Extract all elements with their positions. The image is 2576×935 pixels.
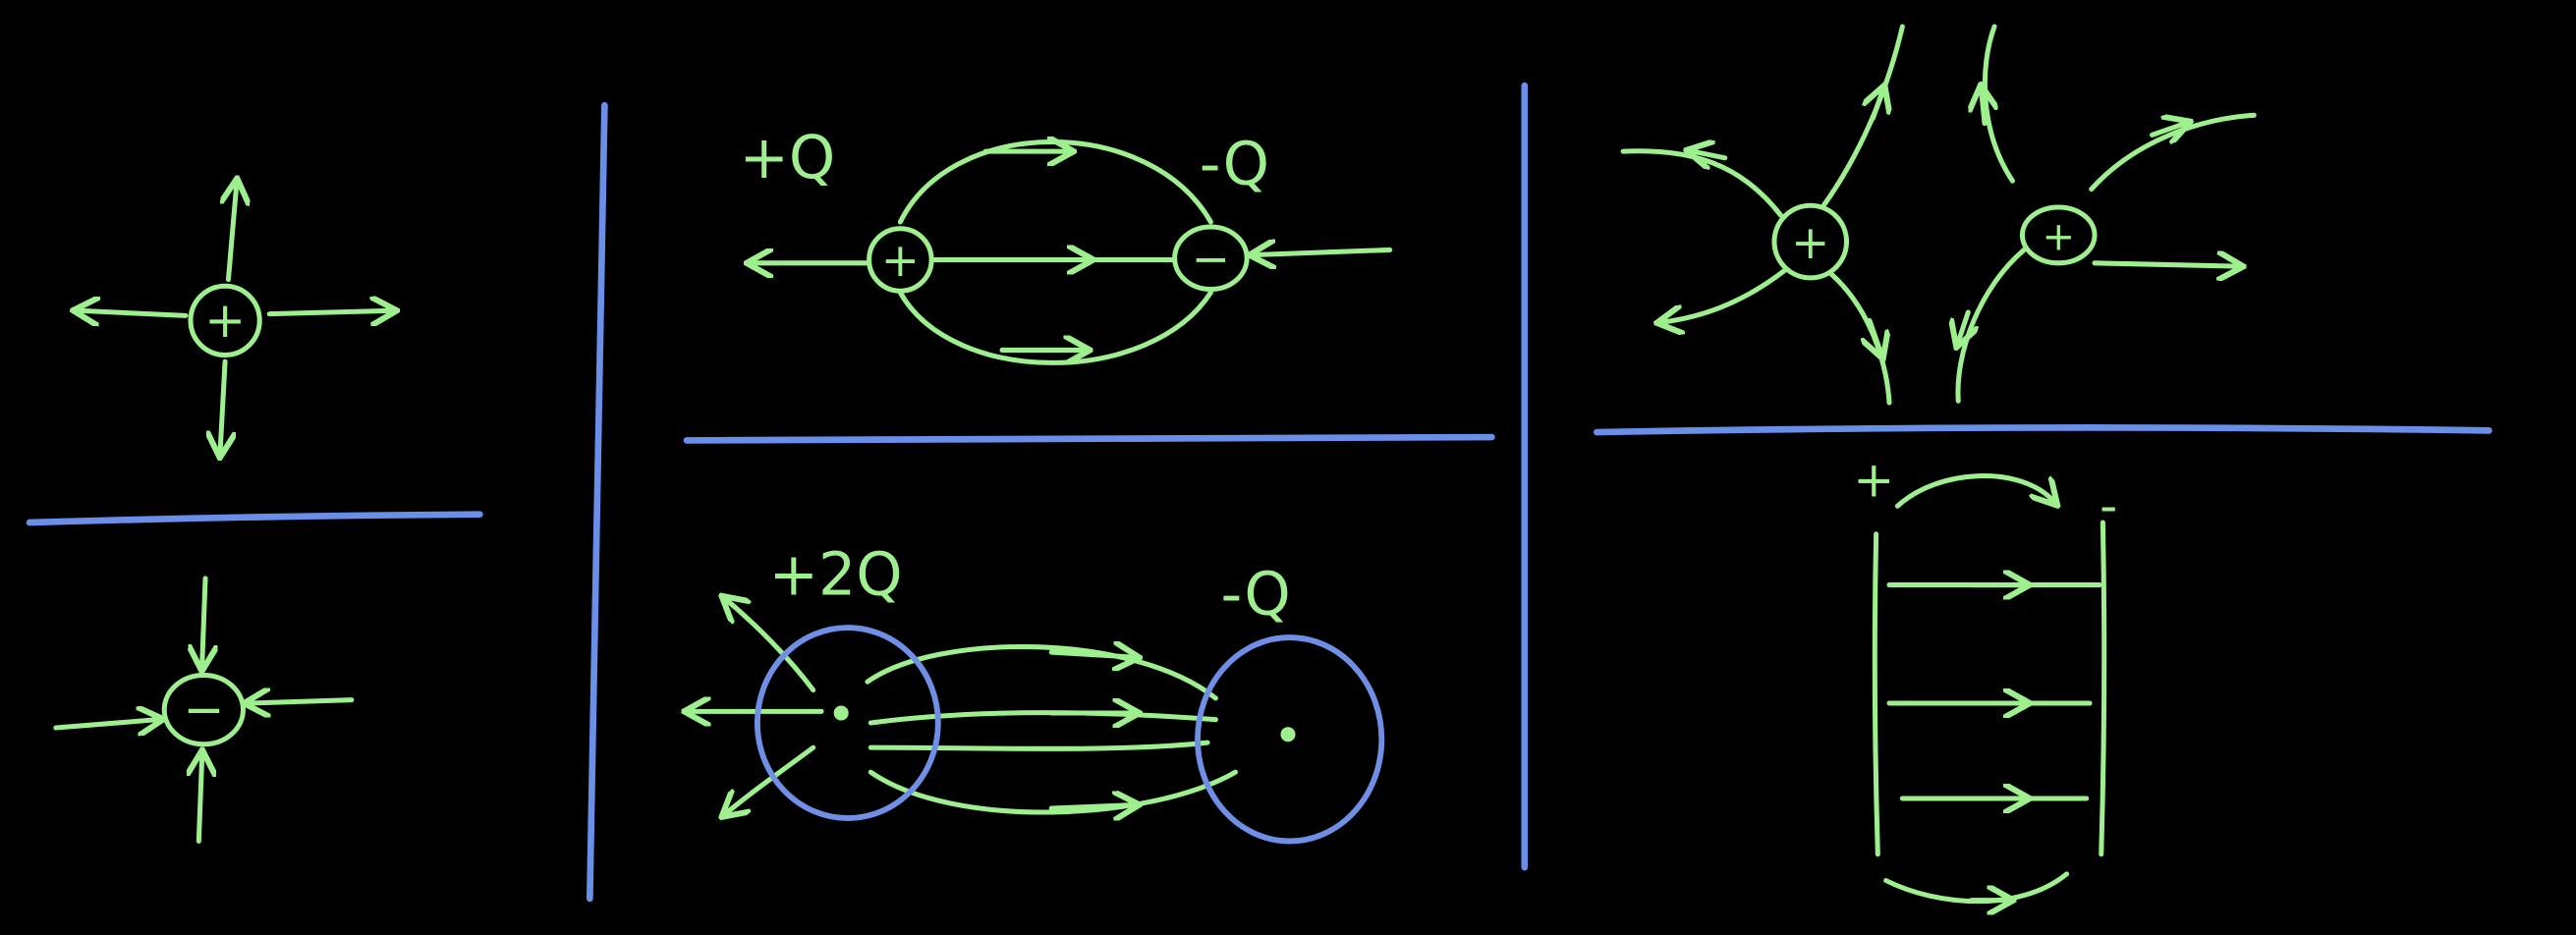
divider-right-horizontal (1594, 424, 2492, 436)
unequal-line-top (865, 643, 1218, 701)
plate-right (2099, 520, 2107, 857)
dipole-line-right-in (1256, 249, 1393, 254)
unequal-line-downleft-out (726, 744, 816, 813)
left-line-downleft (1662, 266, 1789, 323)
parallel-plates-diagram (1872, 473, 2107, 901)
sign-positive-1: + (204, 291, 246, 349)
unequal-line-upleft-out (726, 600, 816, 693)
field-line-in-bottom (198, 755, 201, 844)
like-charge-left-circle (1771, 202, 1850, 281)
field-line-right (266, 310, 391, 313)
single-negative-charge-diagram (53, 576, 355, 844)
fringe-top (1894, 473, 2053, 506)
sign-dipole-positive: + (881, 235, 920, 288)
label-dipole-positive: +Q (739, 124, 835, 192)
sign-dipole-negative: − (1192, 234, 1230, 287)
equipotential-positive (754, 625, 941, 821)
equipotential-negative (1195, 634, 1385, 845)
single-positive-charge-diagram (79, 185, 391, 453)
label-plate-positive: + (1853, 450, 1894, 508)
field-line-left (79, 310, 189, 315)
field-line-up (228, 185, 236, 283)
negative-point-charge (1280, 727, 1296, 742)
sign-like-left: + (1791, 217, 1829, 270)
unequal-line-middle (868, 710, 1218, 726)
field-line-in-left (53, 720, 158, 728)
field-line-down (220, 358, 225, 452)
field-line-in-right (250, 700, 355, 703)
left-arrow-down (1870, 317, 1881, 353)
label-unequal-negative: -Q (1220, 561, 1290, 630)
divider-middle-horizontal (683, 433, 1495, 444)
charge-labels: +Q -Q +2Q -Q + - (739, 124, 2117, 630)
right-arrow-upright (2150, 124, 2185, 136)
equipotentials (754, 625, 1385, 845)
label-plate-negative: - (2100, 476, 2117, 534)
divider-vertical-2 (1521, 82, 1529, 871)
charge-signs: + − + − + + (183, 214, 2075, 738)
divider-left-horizontal (26, 511, 483, 526)
positive-charge-circle (188, 283, 262, 358)
left-arrow-upleft (1692, 151, 1728, 158)
field-line-in-top (202, 576, 205, 666)
dipole-diagram (753, 141, 1393, 365)
positive-point-charge (833, 705, 849, 721)
unequal-charges-diagram (690, 600, 1296, 813)
sign-like-right: + (2042, 214, 2075, 259)
sign-negative-1: − (183, 680, 224, 738)
right-arrow-up (1982, 90, 1985, 127)
unequal-arrow-top (1048, 652, 1134, 657)
divider-vertical-1 (586, 101, 608, 903)
label-dipole-negative: -Q (1200, 131, 1269, 199)
like-charge-right-ellipse (2019, 204, 2098, 266)
two-positive-charges-diagram (1620, 24, 2257, 406)
dividers (26, 82, 2492, 903)
dipole-line-bottom (897, 290, 1213, 365)
unequal-arrow-bottom (1048, 805, 1134, 808)
right-arrow-downleft (1958, 309, 1968, 342)
field-lines (53, 24, 2257, 902)
plate-left (1872, 531, 1880, 857)
left-arrow-up (1873, 90, 1882, 122)
right-line-right (2092, 263, 2237, 266)
label-unequal-positive: +2Q (769, 541, 903, 610)
unequal-line-lower (868, 740, 1210, 751)
